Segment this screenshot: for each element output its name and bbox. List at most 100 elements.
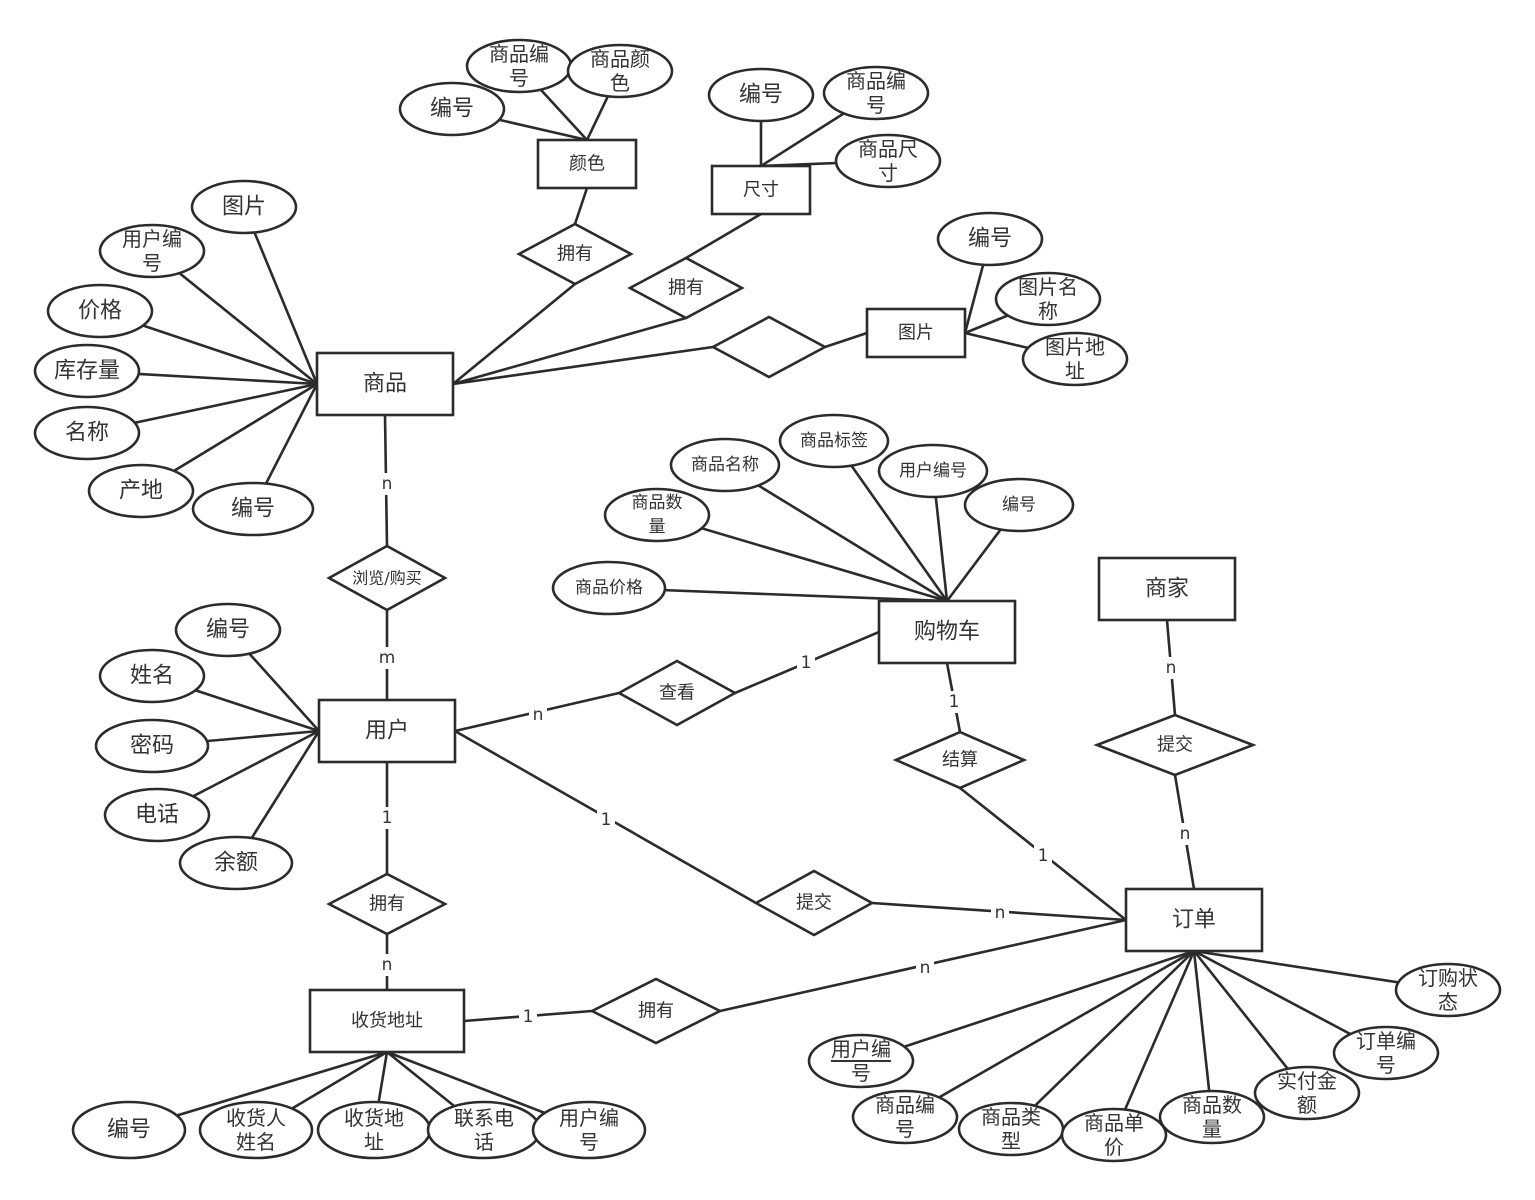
cardinality-label: n	[382, 955, 393, 975]
cardinality-label: 1	[1038, 846, 1049, 866]
attribute-user[interactable]: 编号	[174, 602, 282, 658]
relationship-label: 浏览/购买	[352, 569, 421, 588]
attribute-label: 编号	[739, 83, 783, 108]
attribute-goods[interactable]: 编号	[191, 481, 315, 537]
attribute-cart[interactable]: 商品名称	[669, 437, 781, 493]
cardinality-label: n	[382, 474, 393, 494]
attribute-label: 号	[142, 251, 162, 275]
attribute-label: 收货地	[344, 1106, 404, 1130]
relationship-r-user-addr[interactable]: 拥有	[326, 872, 448, 936]
entity-label: 图片	[898, 323, 934, 344]
entity-address[interactable]: 收货地址	[308, 988, 466, 1054]
attribute-address[interactable]: 收货地址	[316, 1100, 432, 1160]
entity-cart[interactable]: 购物车	[877, 599, 1017, 665]
attribute-ellipse	[669, 437, 781, 493]
relationship-r-submit[interactable]: 提交	[753, 869, 875, 937]
attribute-size[interactable]: 编号	[707, 67, 815, 123]
relationship-r-image[interactable]	[710, 315, 828, 379]
attribute-goods[interactable]: 价格	[46, 283, 154, 339]
attribute-ellipse	[198, 1100, 314, 1160]
attribute-user[interactable]: 余额	[178, 835, 294, 891]
connector-line	[824, 331, 868, 349]
attribute-label: 电话	[135, 803, 179, 828]
entity-label: 尺寸	[743, 180, 779, 201]
entity-goods[interactable]: 商品	[315, 351, 455, 417]
relationship-r-browse[interactable]: 浏览/购买	[326, 544, 448, 612]
attribute-goods[interactable]: 库存量	[33, 343, 141, 399]
relationship-r-color[interactable]: 拥有	[516, 222, 634, 286]
attribute-ellipse	[190, 179, 298, 235]
attribute-cart[interactable]: 商品标签	[778, 413, 890, 469]
cardinality-bg	[797, 652, 815, 674]
attribute-goods[interactable]: 名称	[33, 405, 141, 461]
attribute-ellipse	[46, 283, 154, 339]
attribute-ellipse	[191, 481, 315, 537]
attribute-user[interactable]: 密码	[94, 718, 210, 774]
attribute-goods[interactable]: 产地	[87, 463, 195, 519]
entity-order[interactable]: 订单	[1124, 887, 1264, 953]
attribute-user[interactable]: 电话	[103, 787, 211, 843]
attribute-label: 实付金	[1277, 1069, 1337, 1093]
attribute-label: 商品颜	[590, 47, 650, 71]
attribute-ellipse	[1253, 1065, 1361, 1121]
relationship-label: 拥有	[638, 1001, 674, 1022]
attribute-ellipse	[963, 477, 1075, 533]
relationship-r-view[interactable]: 查看	[616, 659, 738, 727]
attribute-user[interactable]: 姓名	[98, 648, 206, 704]
relationship-label: 结算	[942, 750, 978, 771]
entity-merchant[interactable]: 商家	[1097, 556, 1237, 622]
attribute-order[interactable]: 用户编号	[807, 1033, 915, 1089]
relationship-r-merchant[interactable]: 提交	[1093, 713, 1257, 777]
attribute-label: 图片	[222, 195, 266, 220]
entity-box	[315, 351, 455, 417]
entity-color[interactable]: 颜色	[536, 138, 638, 190]
relationship-diamond	[892, 730, 1028, 790]
attribute-ellipse	[87, 463, 195, 519]
attribute-cart[interactable]: 编号	[963, 477, 1075, 533]
attribute-label: 称	[1038, 299, 1058, 323]
attribute-goods[interactable]: 用户编号	[98, 223, 206, 279]
attribute-cart[interactable]: 用户编号	[877, 443, 989, 499]
entity-user[interactable]: 用户	[317, 698, 457, 764]
attribute-cart[interactable]: 商品价格	[551, 560, 667, 616]
entity-label: 购物车	[914, 620, 980, 645]
entity-size[interactable]: 尺寸	[710, 164, 812, 216]
attribute-image[interactable]: 编号	[936, 211, 1044, 267]
attribute-label: 商品类	[981, 1105, 1041, 1129]
relationship-diamond	[627, 256, 745, 320]
entity-box	[317, 698, 457, 764]
attribute-address[interactable]: 编号	[71, 1100, 187, 1160]
attribute-ellipse	[398, 81, 506, 137]
connector-line	[685, 212, 762, 260]
attribute-address[interactable]: 用户编号	[531, 1100, 647, 1160]
attribute-label: 联系电	[454, 1106, 514, 1130]
attribute-label: 价	[1104, 1135, 1124, 1159]
relationship-diamond	[589, 977, 723, 1045]
relationship-r-checkout[interactable]: 结算	[892, 730, 1028, 790]
attribute-label: 编号	[231, 497, 275, 522]
attribute-color[interactable]: 编号	[398, 81, 506, 137]
relationship-r-size[interactable]: 拥有	[627, 256, 745, 320]
attribute-ellipse	[1332, 1025, 1440, 1081]
entity-image[interactable]: 图片	[865, 307, 967, 359]
relationship-r-addr-order[interactable]: 拥有	[589, 977, 723, 1045]
entity-label: 颜色	[569, 154, 605, 175]
attribute-goods[interactable]: 图片	[190, 179, 298, 235]
